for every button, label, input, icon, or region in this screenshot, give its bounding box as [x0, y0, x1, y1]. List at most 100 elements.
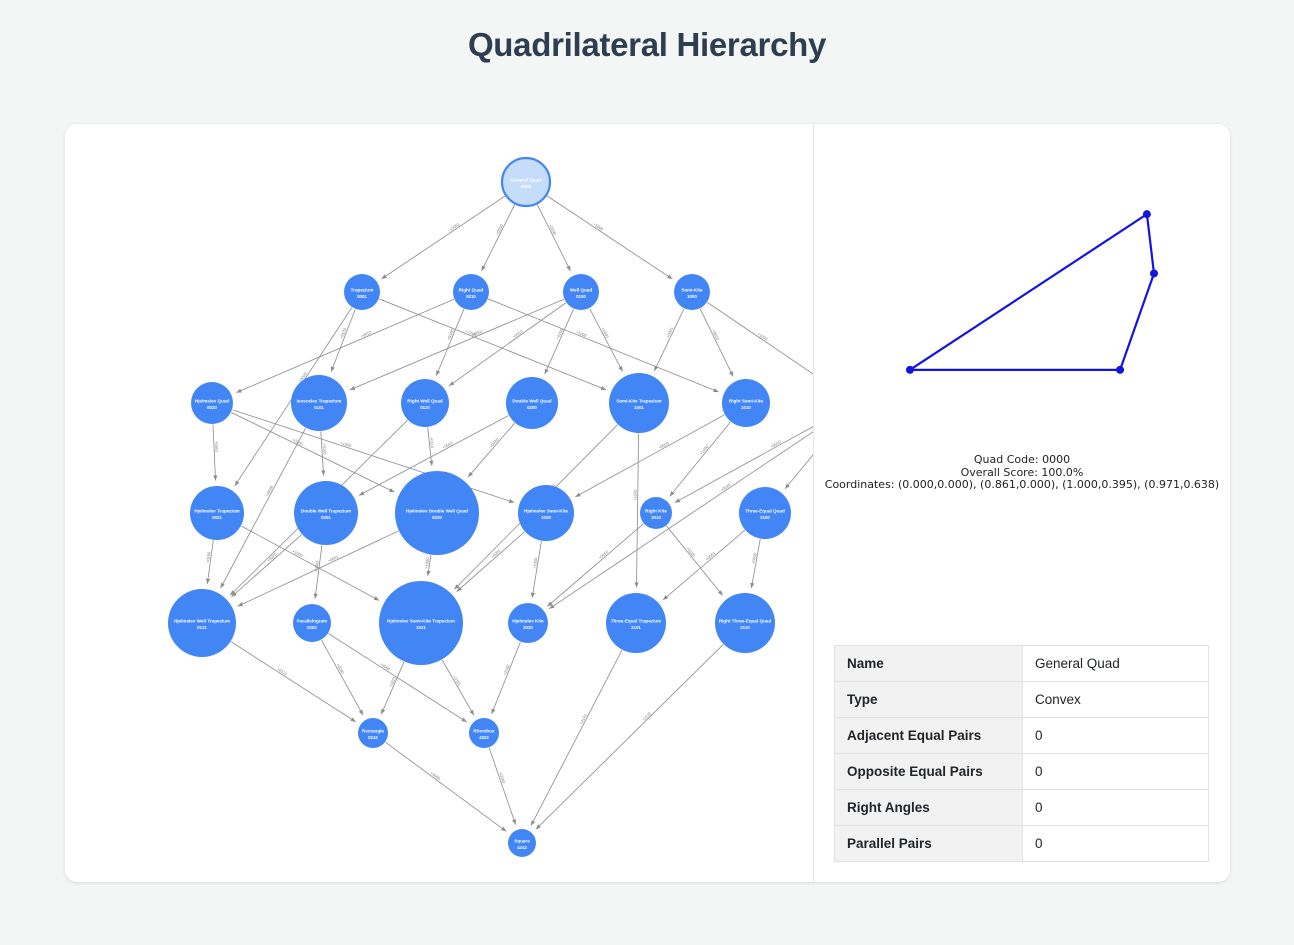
node-circle[interactable] [358, 718, 388, 748]
graph-edge-label: +0100 [339, 326, 348, 339]
graph-edge-label: +0200 [292, 437, 305, 447]
property-key: Right Angles [834, 789, 1023, 826]
graph-edge [530, 541, 542, 598]
graph-edge-label: +1000 [340, 440, 353, 449]
graph-edge-label: +0010 [711, 328, 721, 341]
graph-edge [662, 529, 746, 601]
node-circle[interactable] [722, 379, 770, 427]
property-key: Name [834, 645, 1023, 682]
graph-edge-label: +0020 [488, 436, 500, 448]
graph-edge [535, 644, 724, 830]
graph-edge-label: +0221 [388, 675, 397, 688]
hierarchy-graph-panel[interactable]: +0001 +0010 +0100 +1000 +0100 +0020 +1000 +0010… [65, 124, 814, 882]
main-card: +0001 +0010 +0100 +1000 +0100 +0020 +1000 +0010… [65, 124, 1230, 882]
graph-edge-label: +0100 [548, 223, 558, 236]
graph-edge-label: +0001 [448, 221, 461, 232]
graph-edge-label: +2141 [578, 712, 588, 725]
graph-edge-label: +0020 [266, 551, 278, 563]
graph-edge-label: +0010 [751, 551, 758, 564]
graph-edge [435, 308, 465, 376]
node-circle[interactable] [500, 156, 552, 208]
node-circle[interactable] [291, 375, 347, 431]
node-circle[interactable] [508, 829, 536, 857]
property-value: 0 [1022, 753, 1209, 790]
graph-edge [530, 649, 623, 826]
graph-edge [231, 534, 302, 598]
node-circle[interactable] [191, 382, 233, 424]
graph-edge [750, 538, 761, 589]
graph-edge-label: +0121 [276, 666, 289, 677]
node-circle[interactable] [401, 379, 449, 427]
shape-vertex-0 [906, 365, 914, 374]
node-circle[interactable] [606, 593, 666, 653]
quadrilateral-shape-plot [906, 210, 1158, 374]
node-circle[interactable] [395, 471, 479, 555]
node-circle[interactable] [674, 274, 710, 310]
graph-edge [491, 641, 521, 715]
node-circle[interactable] [506, 377, 558, 429]
graph-edge [467, 422, 516, 478]
graph-edge-label: +0001 [327, 554, 340, 564]
node-circle[interactable] [190, 486, 244, 540]
graph-edge-label: +0010 [512, 328, 525, 339]
graph-edge [634, 433, 640, 588]
node-circle[interactable] [344, 274, 380, 310]
node-circle[interactable] [715, 593, 775, 653]
property-value: 0 [1022, 825, 1209, 862]
graph-edge [349, 298, 565, 391]
node-circle[interactable] [379, 581, 463, 665]
node-circle[interactable] [563, 274, 599, 310]
graph-edge-label: +0100 [446, 328, 455, 341]
node-circle[interactable] [518, 485, 574, 541]
node-circle[interactable] [609, 373, 669, 433]
graph-edges [205, 195, 813, 832]
node-circle[interactable] [293, 604, 331, 642]
shape-caption-line-0: Quad Code: 0000 [973, 453, 1071, 466]
node-circle[interactable] [739, 487, 791, 539]
node-circle[interactable] [168, 589, 236, 657]
hierarchy-graph[interactable]: +0001 +0010 +0100 +1000 +0100 +0020 +1000 +0010… [65, 124, 814, 882]
node-circle[interactable] [453, 274, 489, 310]
graph-edge [385, 741, 507, 832]
node-circle[interactable] [640, 497, 672, 529]
graph-edge-label: +4000 [379, 661, 392, 672]
graph-edge-label: +0001 [441, 440, 454, 450]
property-value: 0 [1022, 789, 1209, 826]
node-circle[interactable] [508, 603, 548, 643]
graph-edge-label: +1000 [756, 331, 769, 342]
graph-edge [536, 203, 571, 272]
node-circle[interactable] [294, 481, 358, 545]
graph-edge [230, 641, 356, 723]
graph-edge-label: +3181 [452, 675, 462, 688]
graph-edge-label: +1000 [424, 556, 431, 569]
node-circle[interactable] [469, 718, 499, 748]
graph-edge-label: +0100 [686, 546, 697, 558]
